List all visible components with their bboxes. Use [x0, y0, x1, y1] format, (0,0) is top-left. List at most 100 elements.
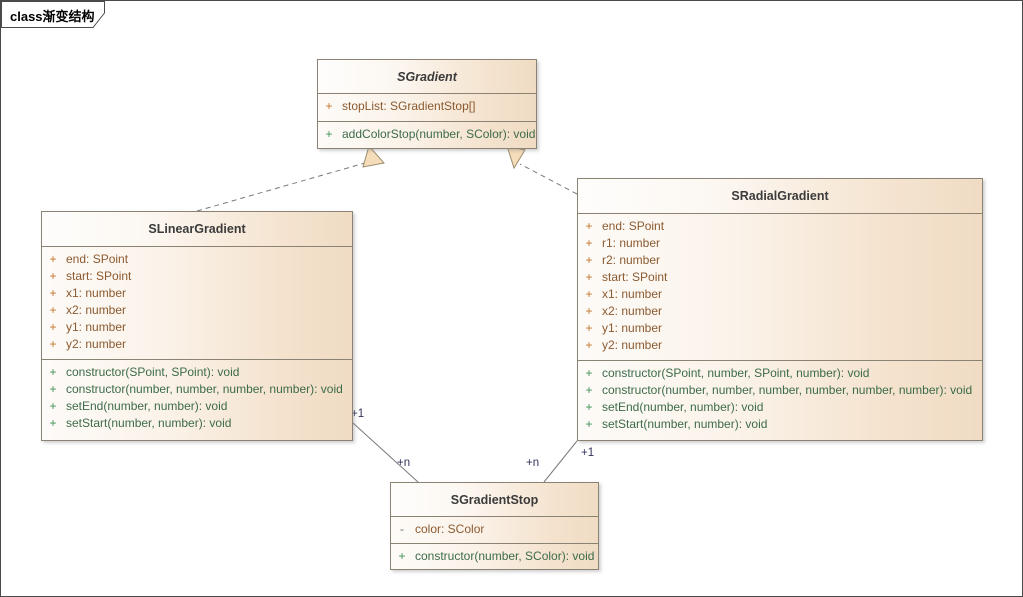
class-name-sgradient: SGradient: [318, 60, 536, 94]
attribute-row: + stopList: SGradientStop[]: [318, 98, 536, 115]
multiplicity-radial-source: +1: [581, 447, 595, 459]
frame-tab-shape: [1, 1, 105, 28]
operation-signature: setEnd(number, number): void: [66, 399, 228, 413]
visibility-marker: +: [585, 219, 593, 233]
visibility-marker: +: [585, 338, 593, 352]
operation-signature: setStart(number, number): void: [66, 416, 232, 430]
operation-row: + setEnd(number, number): void: [578, 399, 982, 416]
connector-linear-to-stop: [352, 422, 419, 483]
connector-radial-realizes-gradient: [506, 145, 578, 195]
class-box-slineargradient[interactable]: SLinearGradient + end: SPoint + start: S…: [41, 211, 353, 441]
visibility-marker: +: [49, 286, 57, 300]
visibility-marker: +: [49, 252, 57, 266]
attribute-signature: end: SPoint: [602, 219, 665, 233]
connector-linear-realizes-gradient: [196, 144, 385, 212]
attributes-compartment-sgradientstop: - color: SColor: [391, 517, 598, 543]
attribute-row: - color: SColor: [391, 521, 598, 538]
attribute-row: + start: SPoint: [578, 269, 982, 286]
operation-signature: constructor(number, SColor): void: [415, 549, 595, 563]
operation-row: + addColorStop(number, SColor): void: [318, 126, 536, 143]
attribute-row: + x2: number: [42, 302, 352, 319]
attribute-signature: start: SPoint: [66, 269, 132, 283]
visibility-marker: +: [49, 269, 57, 283]
visibility-marker: +: [49, 382, 57, 396]
operation-row: + constructor(number, number, number, nu…: [42, 381, 352, 398]
visibility-marker: +: [585, 366, 593, 380]
visibility-marker: +: [49, 399, 57, 413]
operation-signature: constructor(SPoint, SPoint): void: [66, 365, 240, 379]
visibility-marker: +: [585, 400, 593, 414]
attribute-signature: color: SColor: [415, 522, 485, 536]
attribute-signature: y1: number: [602, 321, 663, 335]
operation-signature: constructor(number, number, number, numb…: [66, 382, 343, 396]
attribute-signature: x2: number: [66, 303, 127, 317]
operation-signature: setStart(number, number): void: [602, 417, 768, 431]
visibility-marker: +: [49, 416, 57, 430]
multiplicity-linear-source: +1: [351, 408, 365, 420]
operation-row: + setEnd(number, number): void: [42, 398, 352, 415]
class-name-sradialgradient: SRadialGradient: [578, 179, 982, 214]
attribute-row: + y2: number: [578, 337, 982, 354]
operation-signature: constructor(SPoint, number, SPoint, numb…: [602, 366, 870, 380]
multiplicity-linear-target: +n: [397, 457, 411, 469]
visibility-marker: +: [585, 321, 593, 335]
visibility-marker: +: [585, 383, 593, 397]
frame-title-label: class渐变结构: [10, 9, 95, 24]
visibility-marker: -: [400, 522, 404, 536]
attributes-compartment-slineargradient: + end: SPoint + start: SPoint + x1: numb…: [42, 247, 352, 359]
attribute-row: + r2: number: [578, 252, 982, 269]
attribute-row: + start: SPoint: [42, 268, 352, 285]
visibility-marker: +: [49, 303, 57, 317]
visibility-marker: +: [585, 304, 593, 318]
attribute-row: + x2: number: [578, 303, 982, 320]
operation-row: + constructor(SPoint, SPoint): void: [42, 364, 352, 381]
operation-row: + setStart(number, number): void: [42, 415, 352, 432]
attributes-compartment-sgradient: + stopList: SGradientStop[]: [318, 94, 536, 121]
operation-row: + constructor(number, SColor): void: [391, 548, 598, 565]
operations-compartment-sradialgradient: + constructor(SPoint, number, SPoint, nu…: [578, 360, 982, 442]
visibility-marker: +: [585, 287, 593, 301]
attribute-signature: stopList: SGradientStop[]: [342, 99, 476, 113]
visibility-marker: +: [585, 417, 593, 431]
class-name-slineargradient: SLinearGradient: [42, 212, 352, 247]
visibility-marker: +: [585, 270, 593, 284]
operation-row: + setStart(number, number): void: [578, 416, 982, 433]
class-box-sgradientstop[interactable]: SGradientStop - color: SColor + construc…: [390, 482, 599, 570]
diagram-frame-tab: class渐变结构: [1, 1, 105, 28]
attribute-row: + end: SPoint: [578, 218, 982, 235]
visibility-marker: +: [49, 320, 57, 334]
operations-compartment-slineargradient: + constructor(SPoint, SPoint): void + co…: [42, 359, 352, 441]
visibility-marker: +: [585, 236, 593, 250]
attribute-row: + y2: number: [42, 336, 352, 353]
multiplicity-radial-target: +n: [526, 457, 540, 469]
attribute-signature: r2: number: [602, 253, 661, 267]
attribute-signature: x1: number: [66, 286, 127, 300]
attribute-row: + r1: number: [578, 235, 982, 252]
visibility-marker: +: [398, 549, 406, 563]
attributes-compartment-sradialgradient: + end: SPoint + r1: number + r2: number …: [578, 214, 982, 360]
attribute-signature: y2: number: [66, 337, 127, 351]
visibility-marker: +: [49, 337, 57, 351]
connector-radial-to-stop: [543, 440, 578, 483]
visibility-marker: +: [325, 99, 333, 113]
visibility-marker: +: [325, 127, 333, 141]
attribute-signature: r1: number: [602, 236, 661, 250]
attribute-row: + end: SPoint: [42, 251, 352, 268]
operations-compartment-sgradient: + addColorStop(number, SColor): void: [318, 121, 536, 149]
attribute-row: + x1: number: [578, 286, 982, 303]
attribute-signature: x1: number: [602, 287, 663, 301]
attribute-signature: y1: number: [66, 320, 127, 334]
operation-signature: constructor(number, number, number, numb…: [602, 383, 973, 397]
class-box-sgradient[interactable]: SGradient + stopList: SGradientStop[] + …: [317, 59, 537, 149]
class-name-sgradientstop: SGradientStop: [391, 483, 598, 517]
visibility-marker: +: [585, 253, 593, 267]
attribute-row: + x1: number: [42, 285, 352, 302]
attribute-row: + y1: number: [42, 319, 352, 336]
class-box-sradialgradient[interactable]: SRadialGradient + end: SPoint + r1: numb…: [577, 178, 983, 441]
attribute-signature: x2: number: [602, 304, 663, 318]
operation-signature: setEnd(number, number): void: [602, 400, 764, 414]
attribute-signature: y2: number: [602, 338, 663, 352]
operation-row: + constructor(SPoint, number, SPoint, nu…: [578, 365, 982, 382]
operations-compartment-sgradientstop: + constructor(number, SColor): void: [391, 543, 598, 570]
